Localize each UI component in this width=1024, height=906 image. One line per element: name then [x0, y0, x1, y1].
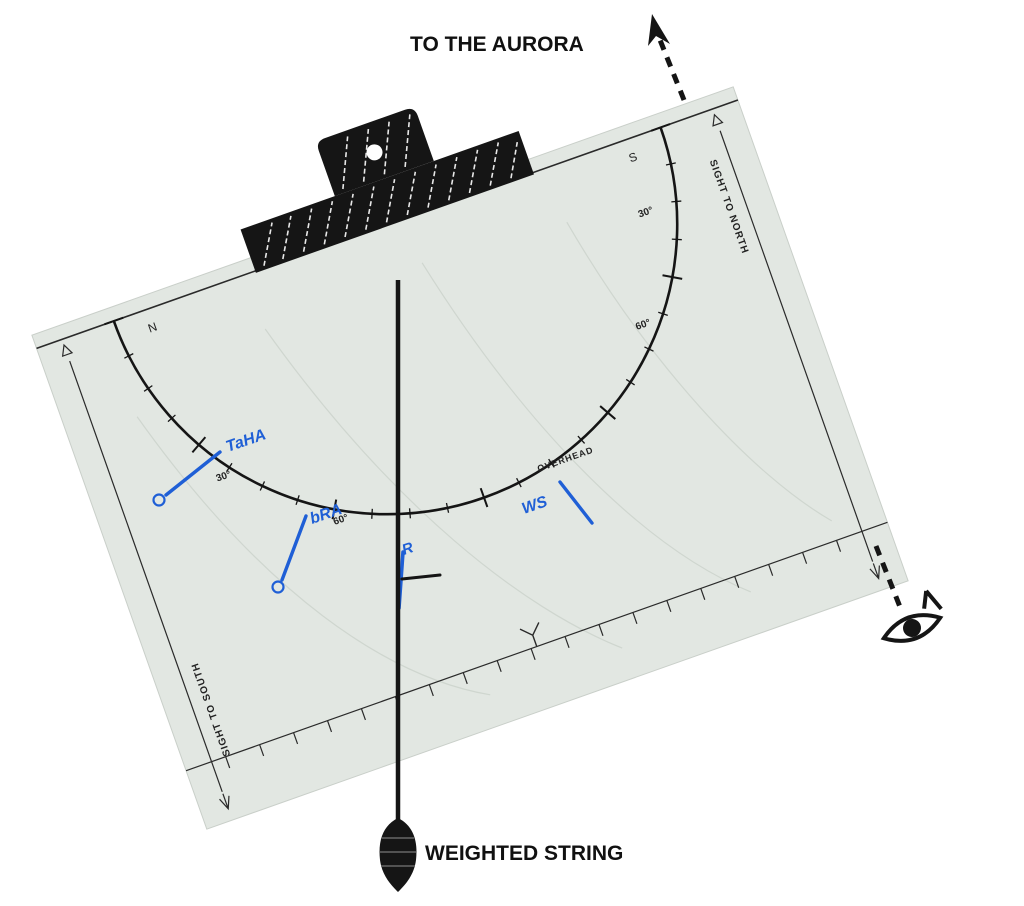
protractor-tick	[371, 508, 373, 519]
ruler-tick	[428, 684, 434, 697]
protractor-tick	[331, 499, 338, 520]
ruler-tick	[666, 600, 672, 612]
annotation-ha-endpoint	[152, 493, 166, 507]
protractor-tick	[662, 274, 683, 280]
arrow-down-icon	[219, 793, 230, 811]
ruler-tick	[496, 660, 502, 673]
protractor-tick	[445, 502, 450, 513]
protractor-tick	[665, 162, 676, 166]
tick-label-right-60: 60°	[634, 317, 652, 332]
protractor-tick	[104, 316, 124, 326]
eye-lash	[922, 589, 943, 611]
card-face	[31, 86, 909, 830]
protractor-ticks	[104, 123, 683, 520]
arrow-down-icon	[869, 563, 880, 580]
aurora-direction-dashes	[657, 39, 687, 101]
annotation-bra-line	[280, 514, 308, 582]
ruler-tick	[326, 720, 333, 733]
ruler-tick	[225, 756, 231, 769]
protractor-tick	[259, 481, 266, 491]
eye-pupil	[903, 619, 921, 637]
protractor-tick	[577, 435, 586, 444]
protractor-tick	[516, 477, 522, 488]
ruler-tick	[835, 540, 842, 552]
protractor-tick	[191, 436, 207, 453]
ruler-tick	[632, 612, 638, 624]
eye-sight-dashes	[873, 545, 905, 613]
arrow-up-icon	[61, 343, 74, 358]
protractor-tick	[167, 414, 176, 423]
ruler-tick	[462, 672, 468, 685]
protractor-tick	[548, 458, 555, 468]
tab-hatching	[263, 114, 519, 266]
tick-label-right-30: 30°	[637, 205, 655, 220]
protractor-tick	[658, 311, 668, 317]
ruler-tick	[292, 732, 299, 745]
ruler-tick	[564, 636, 570, 649]
protractor-tick	[671, 200, 682, 203]
bottom-scale-line	[185, 521, 888, 772]
ruler-tick	[530, 648, 536, 661]
arrow-up-icon	[712, 113, 724, 127]
to-the-aurora-label: TO THE AURORA	[410, 33, 584, 56]
protractor-tick	[143, 385, 153, 392]
annotation-ha-line	[164, 450, 222, 497]
tick-label-left-30: 30°	[215, 469, 233, 484]
left-guide-line	[69, 360, 223, 793]
hang-hole-icon	[366, 144, 383, 161]
annotation-ws-line	[558, 480, 594, 525]
ruler-tick	[598, 624, 604, 637]
protractor-tick	[599, 405, 616, 420]
mounting-tab	[240, 108, 534, 273]
ruler-tick	[259, 744, 265, 757]
ruler-tick	[360, 708, 367, 721]
annotation-r-mark	[400, 573, 442, 581]
ruler-tick	[700, 588, 706, 600]
protractor-tick	[644, 346, 654, 352]
tab-bar	[240, 131, 534, 273]
tick-label-left-60: 60°	[332, 512, 350, 527]
protractor-tick	[295, 495, 300, 505]
protractor-tick	[479, 487, 489, 508]
eye-icon	[880, 589, 944, 643]
sight-line	[648, 14, 905, 613]
protractor-tick	[408, 508, 412, 519]
annotation-bra-endpoint	[271, 580, 285, 594]
ruler-tick	[802, 552, 808, 564]
clinometer-card: SIGHT TO SOUTH SIGHT TO NORTH N S 30° 60…	[31, 86, 909, 830]
weight-hatching	[380, 837, 416, 867]
ruler-tick	[768, 564, 774, 576]
protractor-tick	[671, 238, 682, 241]
protractor-tick	[226, 462, 233, 472]
protractor-tick	[124, 353, 134, 359]
protractor-tick	[625, 378, 635, 386]
protractor-tick	[650, 123, 671, 132]
right-guide-line	[719, 130, 874, 562]
arrow-head-icon	[648, 14, 670, 46]
card-texture	[136, 221, 833, 696]
pivot-arrow-icon	[519, 622, 540, 647]
plumb-weight-icon	[379, 818, 417, 892]
ruler-tick	[734, 576, 740, 588]
weighted-string-label: WEIGHTED STRING	[425, 842, 623, 865]
